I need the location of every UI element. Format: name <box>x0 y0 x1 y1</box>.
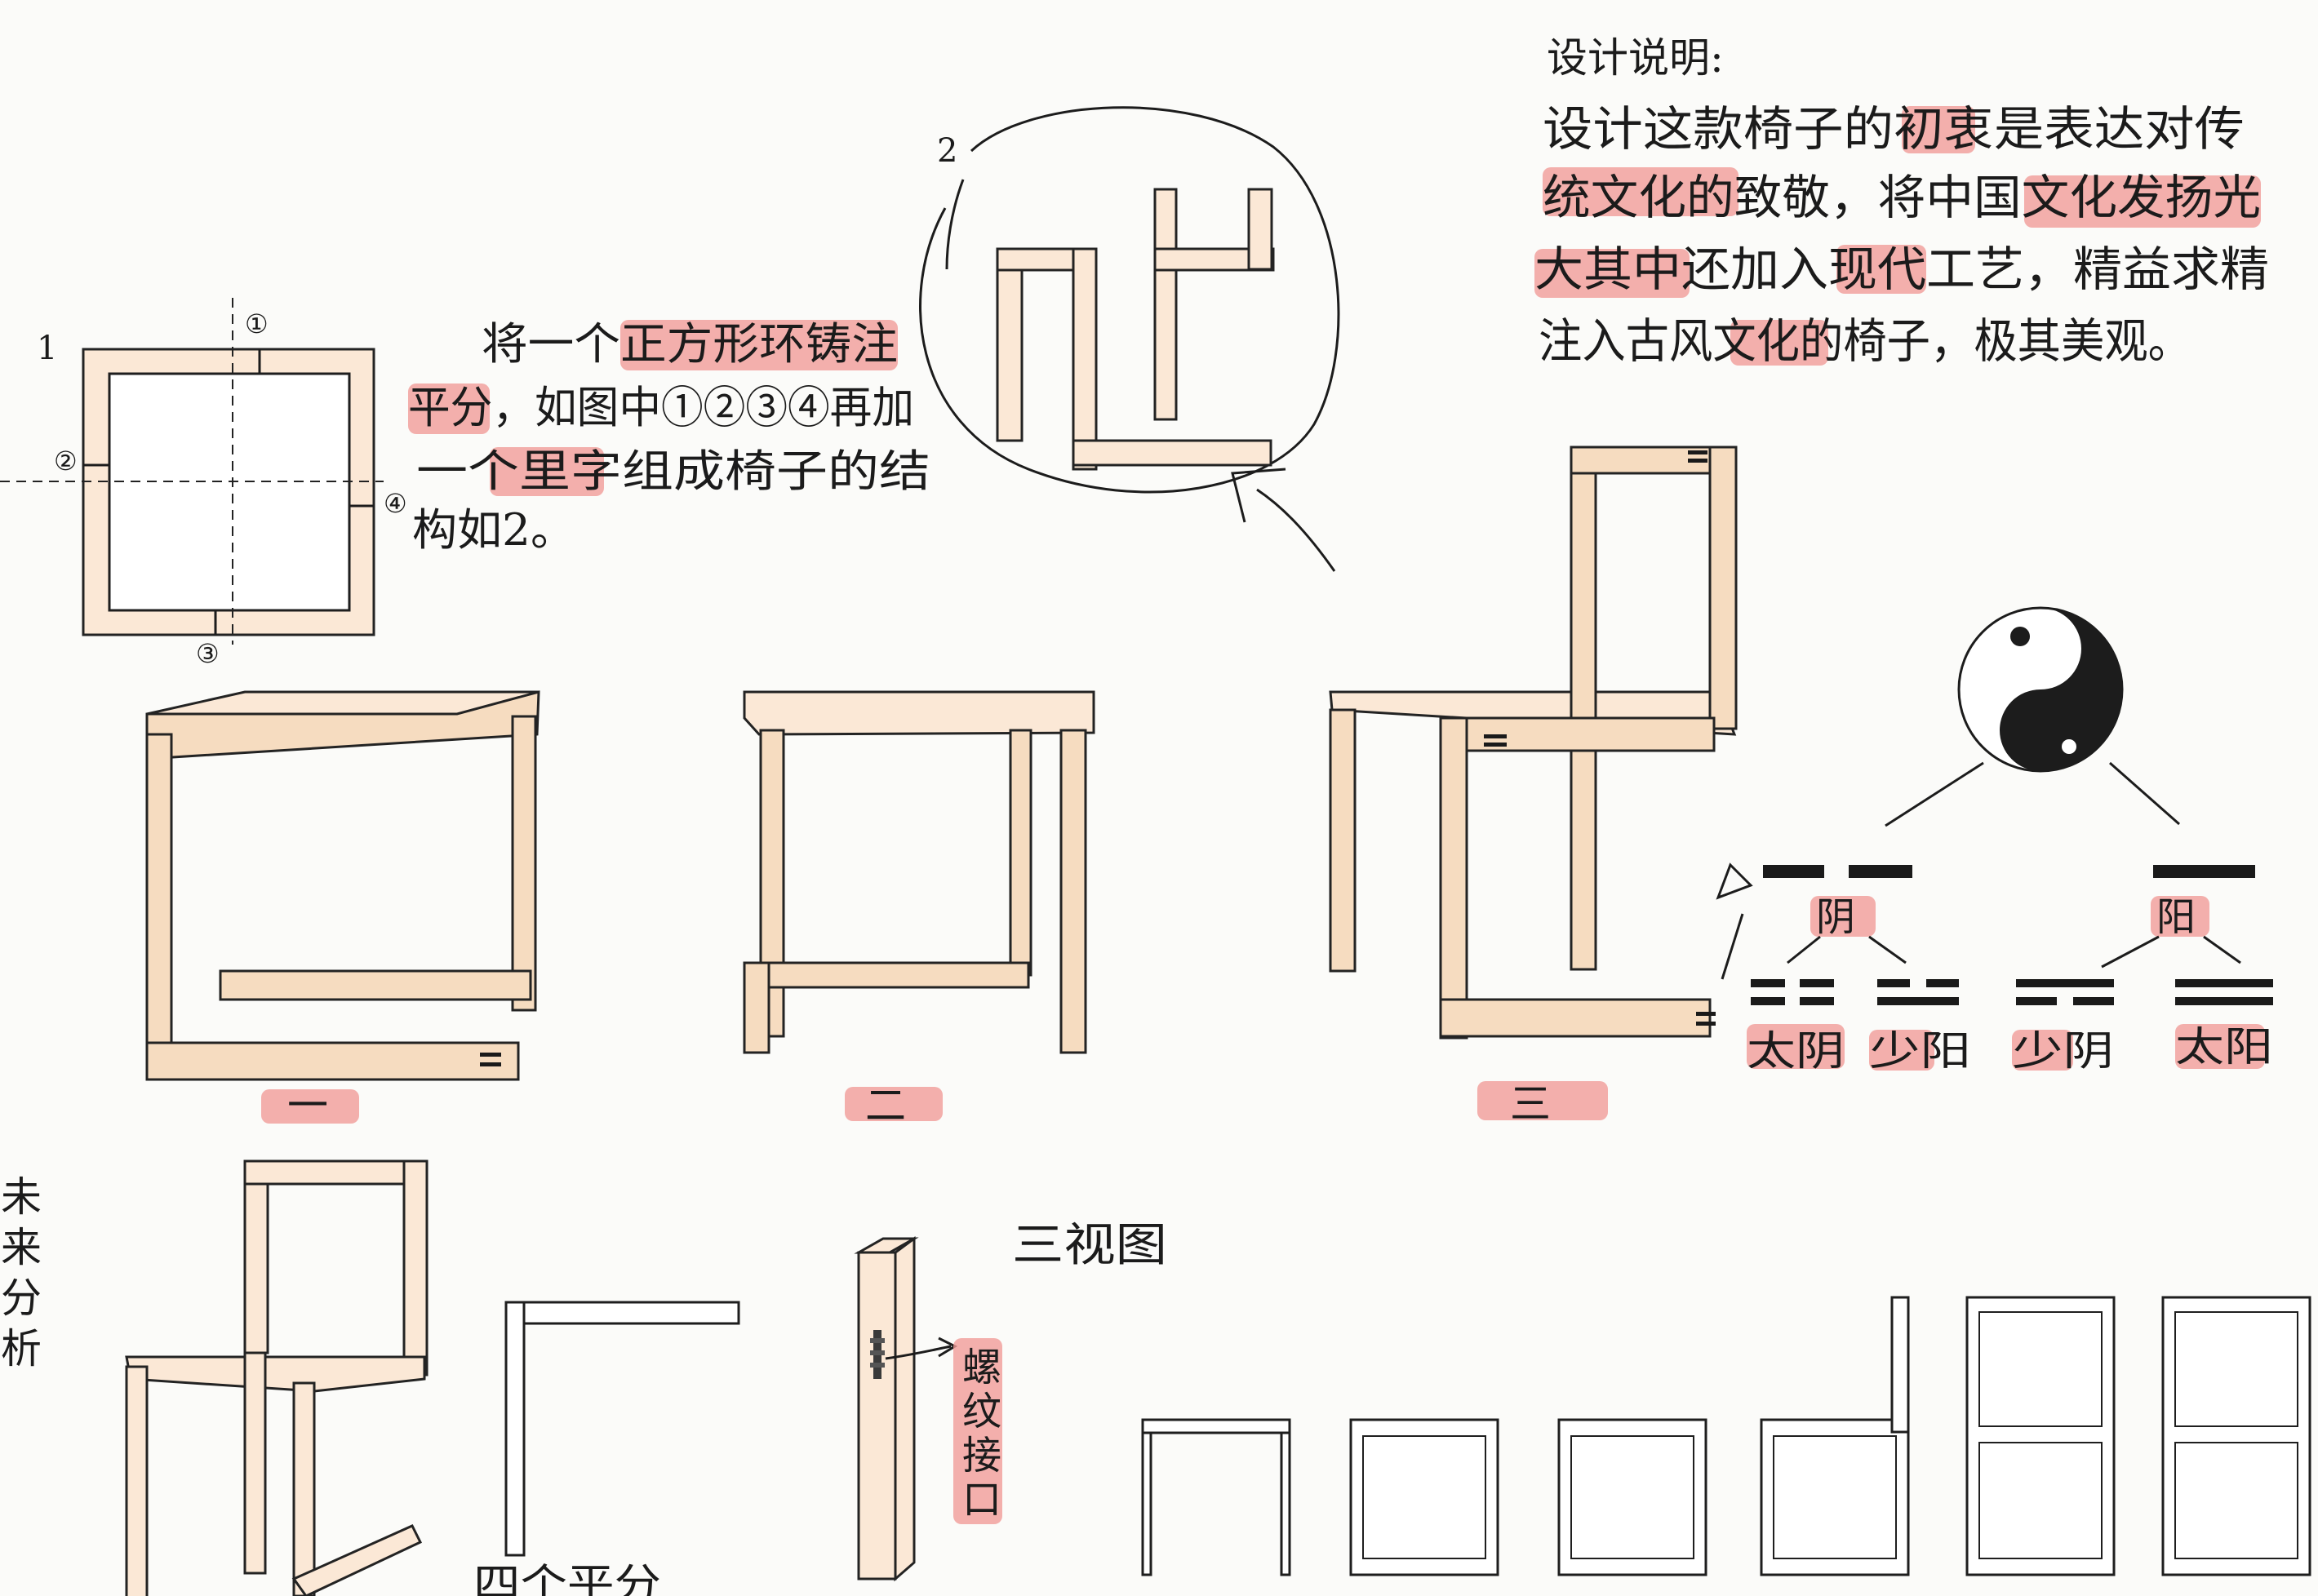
side-label-text: 未来分析 <box>0 1175 42 1377</box>
marker-4: ④ <box>384 488 407 519</box>
taiji-diagram: 阴 阳 太阴 少阳 少阴 太阳 <box>1716 606 2273 1075</box>
chair-variant-3: 三 <box>1329 446 1738 1128</box>
figure-1-number: 1 <box>37 330 57 367</box>
design-notes-line-2: 统文化的致敬，将中国文化发扬光 <box>1543 170 2261 225</box>
four-image-shaoyang: 少阳 <box>1869 1027 1971 1075</box>
three-view-title: 三视图 <box>1012 1219 1167 1272</box>
step1-note: 将一个正方形环铸注 平分，如图中①②③④再加 一个里字组成椅子的结 构如2。 <box>408 318 930 556</box>
yin-label: 阴 <box>1816 894 1855 940</box>
variant-2-label: 二 <box>865 1082 906 1129</box>
variant-3-label: 三 <box>1510 1080 1551 1128</box>
joint-label: 螺纹接口 <box>955 1346 1001 1523</box>
step2-bubble: 2 <box>919 106 1340 572</box>
figure-2-number: 2 <box>937 132 957 170</box>
four-image-taiyin: 太阴 <box>1747 1027 1845 1075</box>
step1-note-line-1: 将一个正方形环铸注 <box>482 318 898 370</box>
yang-label: 阳 <box>2156 894 2196 940</box>
three-view-drawings <box>1141 1296 2311 1576</box>
marker-2: ② <box>54 446 78 477</box>
variant-1-label: 一 <box>287 1082 328 1129</box>
chair-variant-2: 二 <box>743 690 1095 1129</box>
design-notes: 设计说明: 设计这款椅子的初衷是表达对传 统文化的致敬，将中国文化发扬光 大其中… <box>1534 34 2269 369</box>
design-notes-heading: 设计说明: <box>1547 34 1724 82</box>
step1-note-line-4: 构如2。 <box>412 504 575 556</box>
marker-3: ③ <box>196 638 220 669</box>
quarter-piece: 四个平分 <box>473 1301 740 1596</box>
chair-perspective-bottom <box>125 1159 429 1596</box>
quarter-label: 四个平分 <box>473 1560 661 1596</box>
threaded-joint-post: 螺纹接口 三视图 <box>854 1219 1167 1582</box>
design-notes-line-3: 大其中还加入现代工艺，精益求精 <box>1534 242 2269 297</box>
four-image-shaoyin: 少阴 <box>2012 1027 2114 1075</box>
side-analysis-label: 未来分析 <box>0 1175 42 1377</box>
step1-square-ring: 1 ① ② ③ ④ <box>0 298 407 669</box>
marker-1: ① <box>245 308 269 339</box>
design-notes-line-1: 设计这款椅子的初衷是表达对传 <box>1543 101 2245 157</box>
chair-variant-1: 一 <box>145 690 540 1129</box>
design-notes-line-4: 注入古风文化的椅子，极其美观。 <box>1539 313 2191 369</box>
step1-note-line-3: 一个里字组成椅子的结 <box>416 446 930 497</box>
step1-note-line-2: 平分，如图中①②③④再加 <box>408 382 914 433</box>
four-image-taiyang: 太阳 <box>2175 1023 2273 1071</box>
